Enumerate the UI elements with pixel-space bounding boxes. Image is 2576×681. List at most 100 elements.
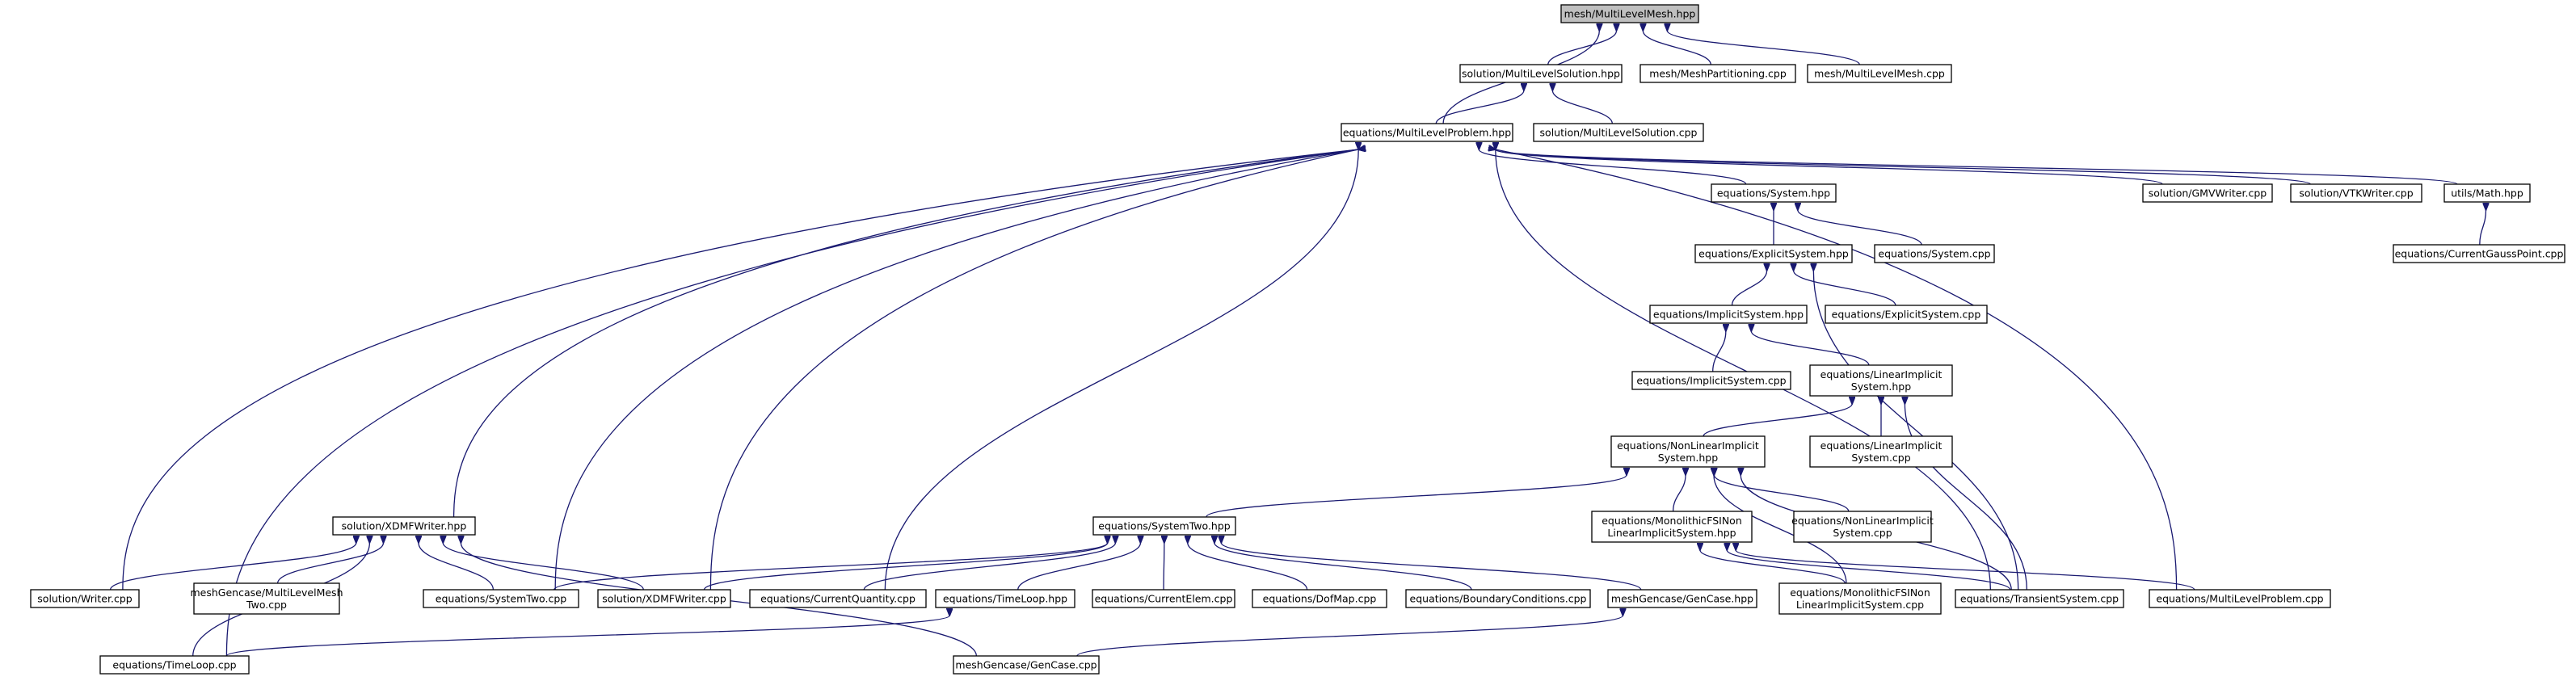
node-label: equations/MultiLevelProblem.hpp	[1343, 127, 1511, 139]
node-expl-hpp[interactable]: equations/ExplicitSystem.hpp	[1694, 244, 1853, 263]
edge-expl-hpp-to-expl-cpp	[1794, 271, 1896, 306]
node-label: equations/CurrentQuantity.cpp	[760, 593, 915, 605]
edge-layer	[109, 31, 2486, 657]
node-trans[interactable]: equations/TransientSystem.cpp	[1955, 589, 2124, 608]
edge-mono-hpp-to-trans	[1727, 550, 2011, 591]
node-label: equations/MultiLevelProblem.cpp	[2156, 593, 2323, 605]
node-label: solution/Writer.cpp	[37, 593, 132, 605]
node-box	[193, 582, 340, 615]
node-mlp-hpp[interactable]: equations/MultiLevelProblem.hpp	[1341, 123, 1513, 142]
edge-mlp-hpp-to-vtk	[1496, 149, 2311, 185]
node-impl-cpp[interactable]: equations/ImplicitSystem.cpp	[1631, 371, 1791, 390]
node-lin-hpp[interactable]: equations/LinearImplicitSystem.hpp	[1809, 364, 1953, 397]
node-ce[interactable]: equations/CurrentElem.cpp	[1092, 589, 1235, 608]
node-math[interactable]: utils/Math.hpp	[2443, 183, 2531, 203]
node-mls-hpp[interactable]: solution/MultiLevelSolution.hpp	[1459, 64, 1623, 83]
edge-mls-hpp-to-mls-cpp	[1552, 90, 1613, 124]
node-vtk[interactable]: solution/VTKWriter.cpp	[2290, 183, 2422, 203]
node-xdmf-cpp[interactable]: solution/XDMFWriter.cpp	[597, 589, 731, 608]
node-lin-cpp[interactable]: equations/LinearImplicitSystem.cpp	[1809, 435, 1953, 468]
node-sys-hpp[interactable]: equations/System.hpp	[1711, 183, 1837, 203]
node-box	[2443, 183, 2531, 203]
node-label: System.hpp	[1658, 452, 1718, 464]
node-box	[2393, 244, 2565, 263]
node-box	[30, 589, 140, 608]
node-label: solution/MultiLevelSolution.cpp	[1540, 127, 1698, 139]
node-label: mesh/MultiLevelMesh.cpp	[1814, 68, 1945, 80]
edge-st-hpp-to-xdmf-cpp	[703, 543, 1108, 591]
node-label: equations/System.hpp	[1717, 187, 1830, 200]
node-box	[1793, 511, 1932, 543]
node-label: meshGencase/GenCase.hpp	[1611, 593, 1753, 605]
edge-mlp-hpp-to-trans	[1496, 149, 1992, 591]
node-writer[interactable]: solution/Writer.cpp	[30, 589, 140, 608]
edge-expl-hpp-to-impl-hpp	[1731, 271, 1766, 306]
node-box	[1405, 589, 1591, 608]
node-box	[1252, 589, 1387, 608]
edge-tl-hpp-to-tl-cpp	[225, 616, 949, 657]
edge-lin-hpp-to-trans	[1905, 404, 2027, 591]
node-label: equations/TimeLoop.cpp	[112, 659, 236, 671]
edge-nonlin-hpp-to-mono-hpp	[1672, 475, 1686, 512]
edge-nonlin-hpp-to-nonlin-cpp	[1714, 475, 1850, 512]
node-box	[332, 516, 476, 536]
node-dof[interactable]: equations/DofMap.cpp	[1252, 589, 1387, 608]
node-box	[1591, 511, 1753, 543]
node-mlp-cpp[interactable]: equations/MultiLevelProblem.cpp	[2149, 589, 2331, 608]
node-label: solution/GMVWriter.cpp	[2149, 187, 2267, 200]
node-cq[interactable]: equations/CurrentQuantity.cpp	[749, 589, 927, 608]
node-label: solution/MultiLevelSolution.hpp	[1462, 68, 1620, 80]
edge-mlp-hpp-to-math	[1496, 149, 2458, 185]
node-gc-hpp[interactable]: meshGencase/GenCase.hpp	[1607, 589, 1757, 608]
node-box	[1809, 364, 1953, 397]
node-box	[597, 589, 731, 608]
node-label: equations/ImplicitSystem.hpp	[1653, 309, 1804, 321]
node-label: equations/CurrentElem.cpp	[1095, 593, 1233, 605]
node-mono-cpp[interactable]: equations/MonolithicFSINonLinearImplicit…	[1778, 582, 1942, 615]
node-gmv[interactable]: solution/GMVWriter.cpp	[2142, 183, 2273, 203]
node-st-cpp[interactable]: equations/SystemTwo.cpp	[423, 589, 579, 608]
node-bc[interactable]: equations/BoundaryConditions.cpp	[1405, 589, 1591, 608]
edge-mlp-hpp-to-st-cpp	[554, 149, 1358, 591]
node-box	[1092, 589, 1235, 608]
node-box	[2142, 183, 2273, 203]
edge-mlp-hpp-to-mlp-cpp	[1496, 149, 2178, 591]
edge-xdmf-hpp-to-xdmf-cpp	[443, 543, 644, 591]
node-gc-cpp[interactable]: meshGencase/GenCase.cpp	[953, 655, 1100, 675]
node-box	[935, 589, 1075, 608]
node-gauss[interactable]: equations/CurrentGaussPoint.cpp	[2393, 244, 2565, 263]
node-box	[423, 589, 579, 608]
node-box	[1533, 123, 1704, 142]
node-impl-hpp[interactable]: equations/ImplicitSystem.hpp	[1649, 305, 1808, 324]
node-label: utils/Math.hpp	[2451, 187, 2523, 200]
node-label: mesh/MultiLevelMesh.hpp	[1564, 8, 1696, 20]
node-mono-hpp[interactable]: equations/MonolithicFSINonLinearImplicit…	[1591, 511, 1753, 543]
node-expl-cpp[interactable]: equations/ExplicitSystem.cpp	[1825, 305, 1988, 324]
edge-mlp-hpp-to-writer	[122, 149, 1358, 591]
node-label: equations/MonolithicFSINon	[1602, 515, 1742, 527]
node-tl-hpp[interactable]: equations/TimeLoop.hpp	[935, 589, 1075, 608]
node-meshpart[interactable]: mesh/MeshPartitioning.cpp	[1639, 64, 1796, 83]
edge-xdmf-hpp-to-mlmtwo	[276, 543, 384, 584]
edge-mlp-hpp-to-cq	[884, 149, 1358, 591]
edge-mls-hpp-to-mlp-hpp	[1435, 90, 1524, 124]
node-label: equations/CurrentGaussPoint.cpp	[2395, 248, 2564, 260]
node-box	[1607, 589, 1757, 608]
node-tl-cpp[interactable]: equations/TimeLoop.cpp	[99, 655, 250, 675]
node-mlm-cpp[interactable]: mesh/MultiLevelMesh.cpp	[1807, 64, 1952, 83]
edge-mlm-hpp-to-mlm-cpp	[1667, 31, 1860, 65]
node-xdmf-hpp[interactable]: solution/XDMFWriter.hpp	[332, 516, 476, 536]
node-sys-cpp[interactable]: equations/System.cpp	[1874, 244, 1995, 263]
node-mlm-hpp[interactable]: mesh/MultiLevelMesh.hpp	[1560, 4, 1699, 23]
node-box	[1459, 64, 1623, 83]
edge-mlp-hpp-to-gmv	[1496, 149, 2163, 185]
edge-lin-hpp-to-nonlin-hpp	[1703, 404, 1852, 437]
node-box	[1341, 123, 1513, 142]
node-mls-cpp[interactable]: solution/MultiLevelSolution.cpp	[1533, 123, 1704, 142]
node-st-hpp[interactable]: equations/SystemTwo.hpp	[1092, 516, 1236, 536]
node-label: LinearImplicitSystem.cpp	[1796, 599, 1924, 611]
node-box	[2290, 183, 2422, 203]
